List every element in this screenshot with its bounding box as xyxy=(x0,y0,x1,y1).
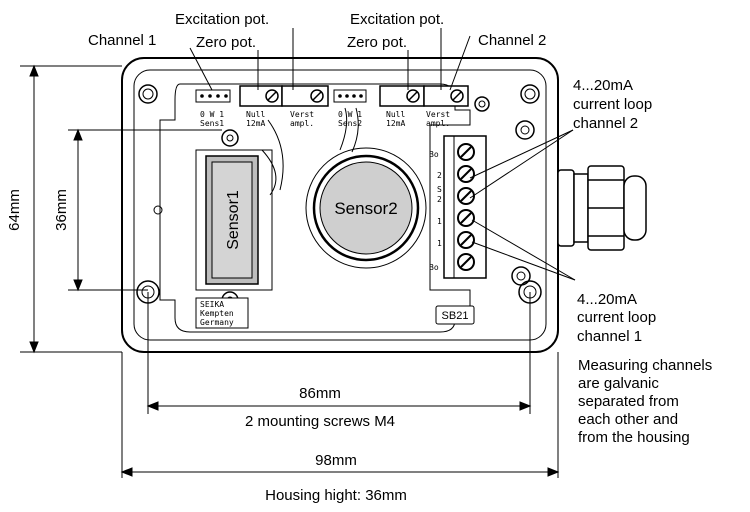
pcb-hole-right-top xyxy=(474,96,490,112)
excitation-pot-1-label: Excitation pot. xyxy=(175,11,269,28)
terminal-mark-0: Bo xyxy=(429,150,439,159)
mounting-screws-label: 2 mounting screws M4 xyxy=(245,413,395,430)
pcb-hole-left-mid xyxy=(153,205,163,215)
galvanic-note-line-5: from the housing xyxy=(578,429,690,446)
silk-ch2-left-2: Sens2 xyxy=(338,119,362,128)
terminal-screw-5 xyxy=(457,231,475,249)
housing-height-label: Housing hight: 36mm xyxy=(265,487,407,504)
silk-ch1-left-2: Sens1 xyxy=(200,119,224,128)
current-loop-ch1-line-3: channel 1 xyxy=(577,328,642,345)
channel2-connector: 0 W 1 Sens2 xyxy=(333,89,367,128)
height-screws-label: 36mm xyxy=(53,189,70,231)
maker-line-2: Kempten xyxy=(200,309,234,318)
excitation-pot-2-label: Excitation pot. xyxy=(350,11,444,28)
channel1-zero-pot: Null 12mA xyxy=(239,85,283,128)
terminal-screw-6 xyxy=(457,253,475,271)
dimension-lines xyxy=(20,64,560,478)
channel1-excitation-pot: Verst ampl. xyxy=(281,85,329,128)
sensor2-label: Sensor2 xyxy=(334,199,397,218)
current-loop-ch1-line-2: current loop xyxy=(577,309,656,326)
silk-ch2-verst-1: Verst xyxy=(426,110,450,119)
dimension-labels: 64mm 36mm 86mm 2 mounting screws M4 98mm… xyxy=(6,189,407,504)
cable-gland xyxy=(557,165,647,251)
channel-2-label: Channel 2 xyxy=(478,32,546,49)
terminal-mark-3: 2 xyxy=(437,195,442,204)
mounting-hole-top-left xyxy=(138,84,158,104)
sensor1-label: Sensor1 xyxy=(225,190,242,250)
width-screws-label: 86mm xyxy=(299,385,341,402)
silk-ch1-null-2: 12mA xyxy=(246,119,265,128)
galvanic-note-line-1: Measuring channels xyxy=(578,357,712,374)
silk-ch2-verst-2: ampl. xyxy=(426,119,450,128)
terminal-screw-4 xyxy=(457,209,475,227)
silk-ch1-left-1: 0 W 1 xyxy=(200,110,224,119)
model-text: SB21 xyxy=(442,310,469,322)
maker-line-1: SEIKA xyxy=(200,300,224,309)
current-loop-ch2-line-2: current loop xyxy=(573,96,652,113)
silk-ch2-null-1: Null xyxy=(386,110,405,119)
silk-ch1-verst-1: Verst xyxy=(290,110,314,119)
silk-ch2-left-1: 0 W 1 xyxy=(338,110,362,119)
galvanic-note-line-3: separated from xyxy=(578,393,679,410)
current-loop-ch2-line-1: 4...20mA xyxy=(573,77,633,94)
channel2-excitation-pot: Verst ampl. xyxy=(423,85,469,128)
mounting-hole-top-right xyxy=(520,84,540,104)
housing-inner-outline xyxy=(133,69,547,341)
zero-pot-1-label: Zero pot. xyxy=(196,34,256,51)
maker-label: SEIKA Kempten Germany xyxy=(195,297,249,329)
height-total-label: 64mm xyxy=(6,189,23,231)
silk-ch1-verst-2: ampl. xyxy=(290,119,314,128)
pcb-hole-right-bottom xyxy=(511,266,531,286)
zero-pot-2-label: Zero pot. xyxy=(347,34,407,51)
terminal-mark-6: Bo xyxy=(429,263,439,272)
screw-right-upper xyxy=(515,120,535,140)
terminal-screw-1 xyxy=(457,143,475,161)
channel2-zero-pot: Null 12mA xyxy=(379,85,425,128)
terminal-mark-2: S xyxy=(437,185,442,194)
current-loop-ch1-line-1: 4...20mA xyxy=(577,291,637,308)
terminal-screw-3 xyxy=(457,187,475,205)
silk-ch2-null-2: 12mA xyxy=(386,119,405,128)
current-loop-ch2-line-3: channel 2 xyxy=(573,115,638,132)
width-total-label: 98mm xyxy=(315,452,357,469)
silk-ch1-null-1: Null xyxy=(246,110,265,119)
maker-line-3: Germany xyxy=(200,318,234,327)
channel1-connector: 0 W 1 Sens1 xyxy=(195,89,231,128)
pcb-hole-top xyxy=(221,129,239,147)
leader-lines xyxy=(189,28,576,281)
sensor2-block: Sensor2 xyxy=(305,107,427,269)
terminal-mark-5: 1 xyxy=(437,239,442,248)
terminal-screw-2 xyxy=(457,165,475,183)
terminal-mark-1: 2 xyxy=(437,171,442,180)
galvanic-note-line-2: are galvanic xyxy=(578,375,659,392)
channel-1-label: Channel 1 xyxy=(88,32,156,49)
terminal-block: Bo 2 S 2 1 1 Bo xyxy=(429,135,487,279)
callout-labels: Excitation pot. Zero pot. Channel 1 Exci… xyxy=(88,11,712,446)
terminal-mark-4: 1 xyxy=(437,217,442,226)
galvanic-note-line-4: each other and xyxy=(578,411,678,428)
sensor1-block: Sensor1 xyxy=(195,119,284,291)
model-label: SB21 xyxy=(435,305,475,325)
